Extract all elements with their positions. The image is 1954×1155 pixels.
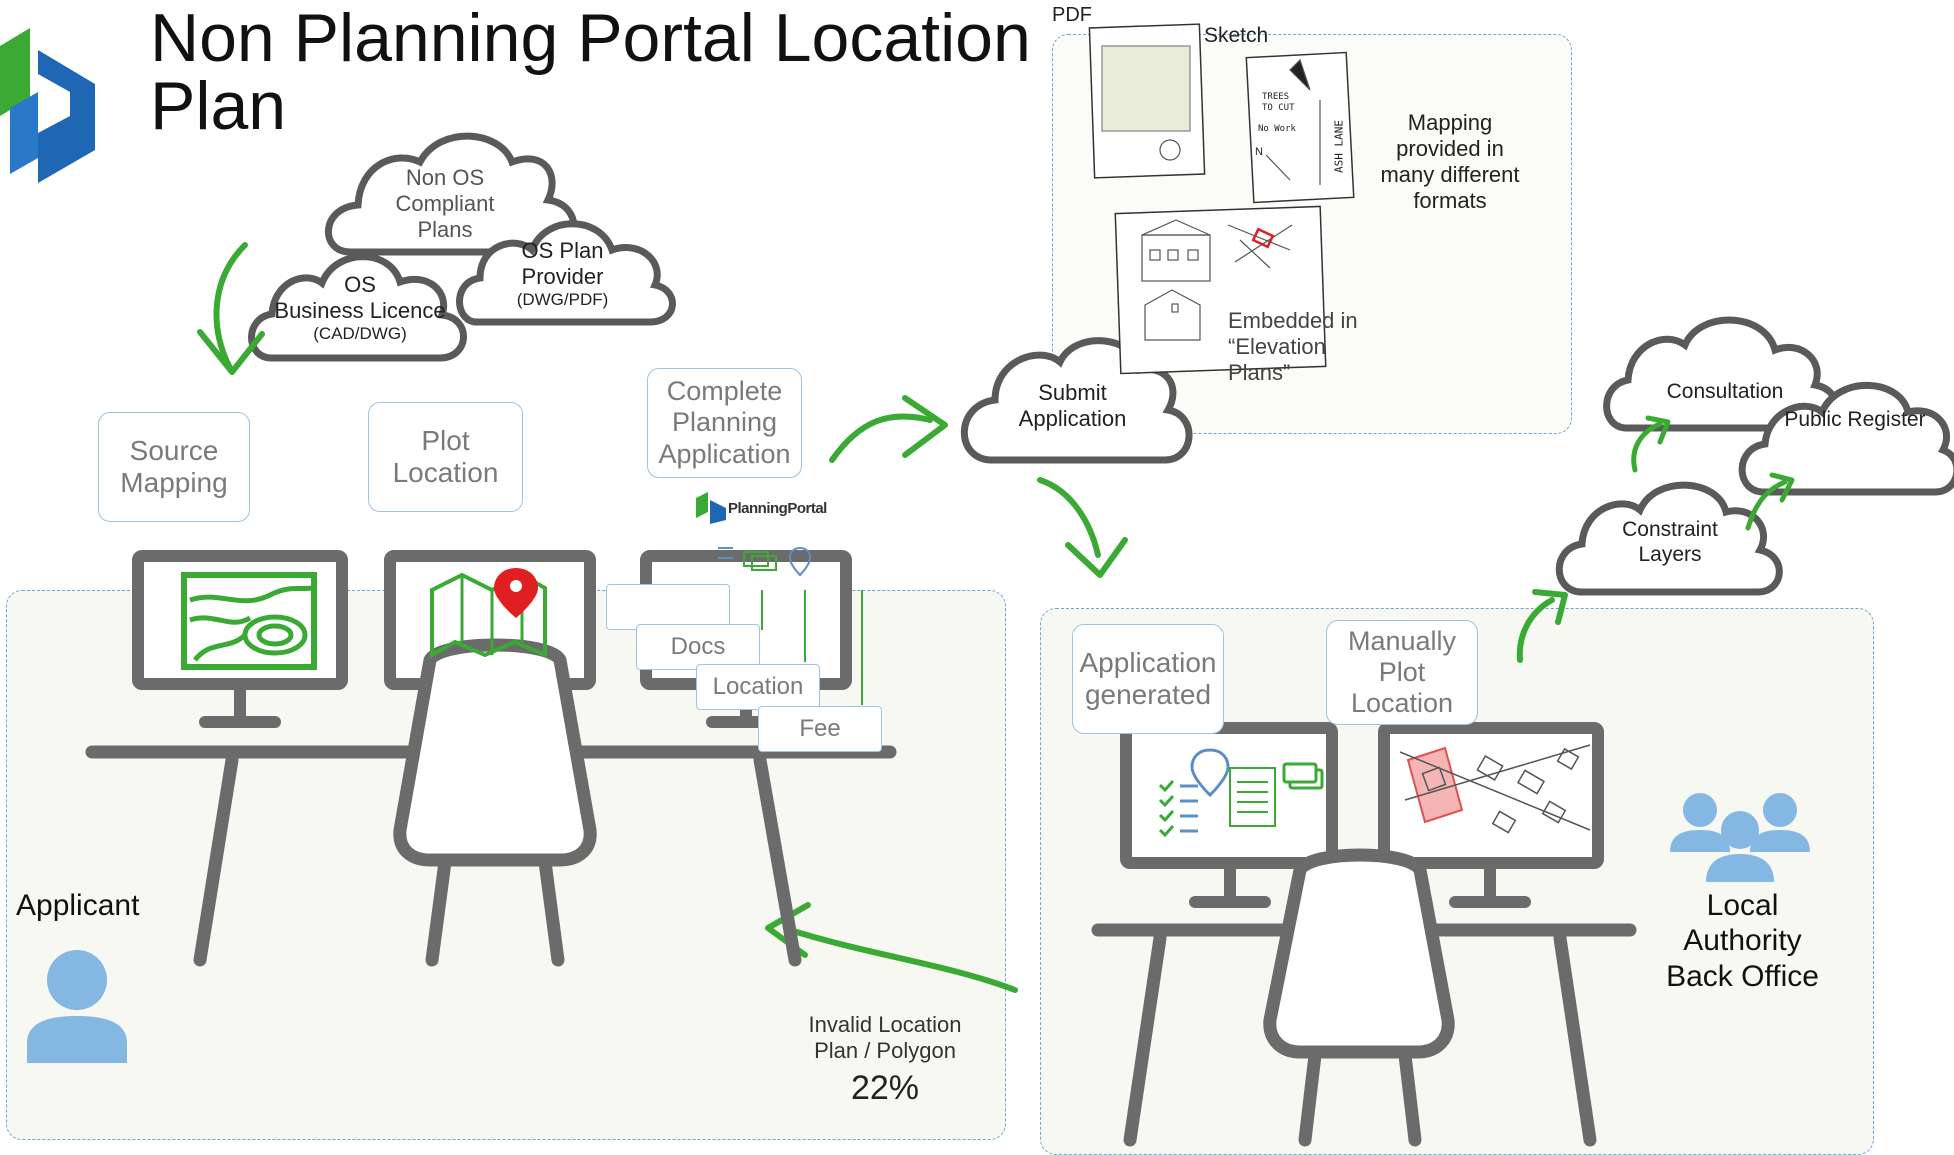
cloud-os-plan-sub: (DWG/PDF) [516,290,609,309]
money-icon [1282,762,1324,790]
fee-tab: Fee [758,706,882,752]
arrow-to-constraint [1516,597,1555,663]
people-group-icon [1670,793,1810,882]
invalid-label: Invalid Location Plan / Polygon [808,1012,962,1063]
page-title: Non Planning Portal Location Plan [150,0,1031,144]
cloud-constraint [1555,481,1783,596]
sketch-north-note: N [1255,146,1263,158]
cloud-os-plan [456,220,676,326]
person-icon [27,950,127,1063]
sketch-label: Sketch [1204,24,1269,47]
arrow-invalid-back [787,927,1018,993]
cloud-consultation-label: Consultation [1666,380,1784,403]
sketch-lane-note: ASH LANE [1332,120,1346,173]
planning-portal-logo-icon [696,492,726,524]
chair-authority [1263,848,1455,1059]
location-pin-icon [1190,748,1230,798]
cloud-os-plan-label: OS Plan Provider [521,238,604,289]
local-authority-label: Local Authority Back Office [1666,889,1819,993]
arrow-submit-down [1037,477,1101,558]
plot-map-icon [1399,744,1591,834]
sketch-thumbnail [1245,51,1355,204]
arrow-clouds-down [213,242,248,371]
cloud-consultation [1603,316,1840,432]
complete-application-box: Complete Planning Application [647,368,802,478]
cloud-non-os-label: Non OS Compliant Plans [395,165,495,242]
plot-location-box: Plot Location [368,402,523,512]
cloud-submit-label: Submit Application [1018,380,1127,431]
checklist-icon [1158,780,1198,838]
cloud-os-licence [248,253,467,362]
sketch-nowork-note: No Work [1258,124,1296,134]
cloud-os-licence-label: OS Business Licence [274,272,446,323]
sketch-trees-note: TREES TO CUT [1262,92,1295,113]
document-icon [1229,767,1276,827]
cloud-constraint-label: Constraint Layers [1622,518,1718,566]
cloud-os-licence-sub: (CAD/DWG) [313,324,407,343]
embedded-note: Embedded in “Elevation Plans” [1228,308,1358,385]
cloud-public-register [1738,381,1954,496]
applicant-label: Applicant [16,889,140,922]
portal-icons [718,546,863,705]
cloud-public-register-label: Public Register [1784,408,1926,431]
monitor-manual [1378,722,1604,869]
contour-map-icon [181,572,317,670]
mapping-note: Mapping provided in many different forma… [1380,110,1520,213]
application-generated-box: Application generated [1072,624,1224,734]
source-mapping-box: Source Mapping [98,412,250,522]
chair-applicant [393,638,597,867]
pdf-label: PDF [1052,4,1092,26]
location-tab: Location [696,664,820,710]
planning-portal-label: PlanningPortal [728,500,827,517]
elevation-thumbnail [1114,205,1327,375]
docs-tab: Docs [636,624,760,670]
arrow-to-submit [829,413,933,463]
manual-plot-box: Manually Plot Location [1326,620,1478,725]
logo-icon [0,28,95,183]
cloud-non-os [324,132,578,256]
invalid-percent: 22% [850,1069,920,1107]
map-pin-icon [430,568,547,659]
